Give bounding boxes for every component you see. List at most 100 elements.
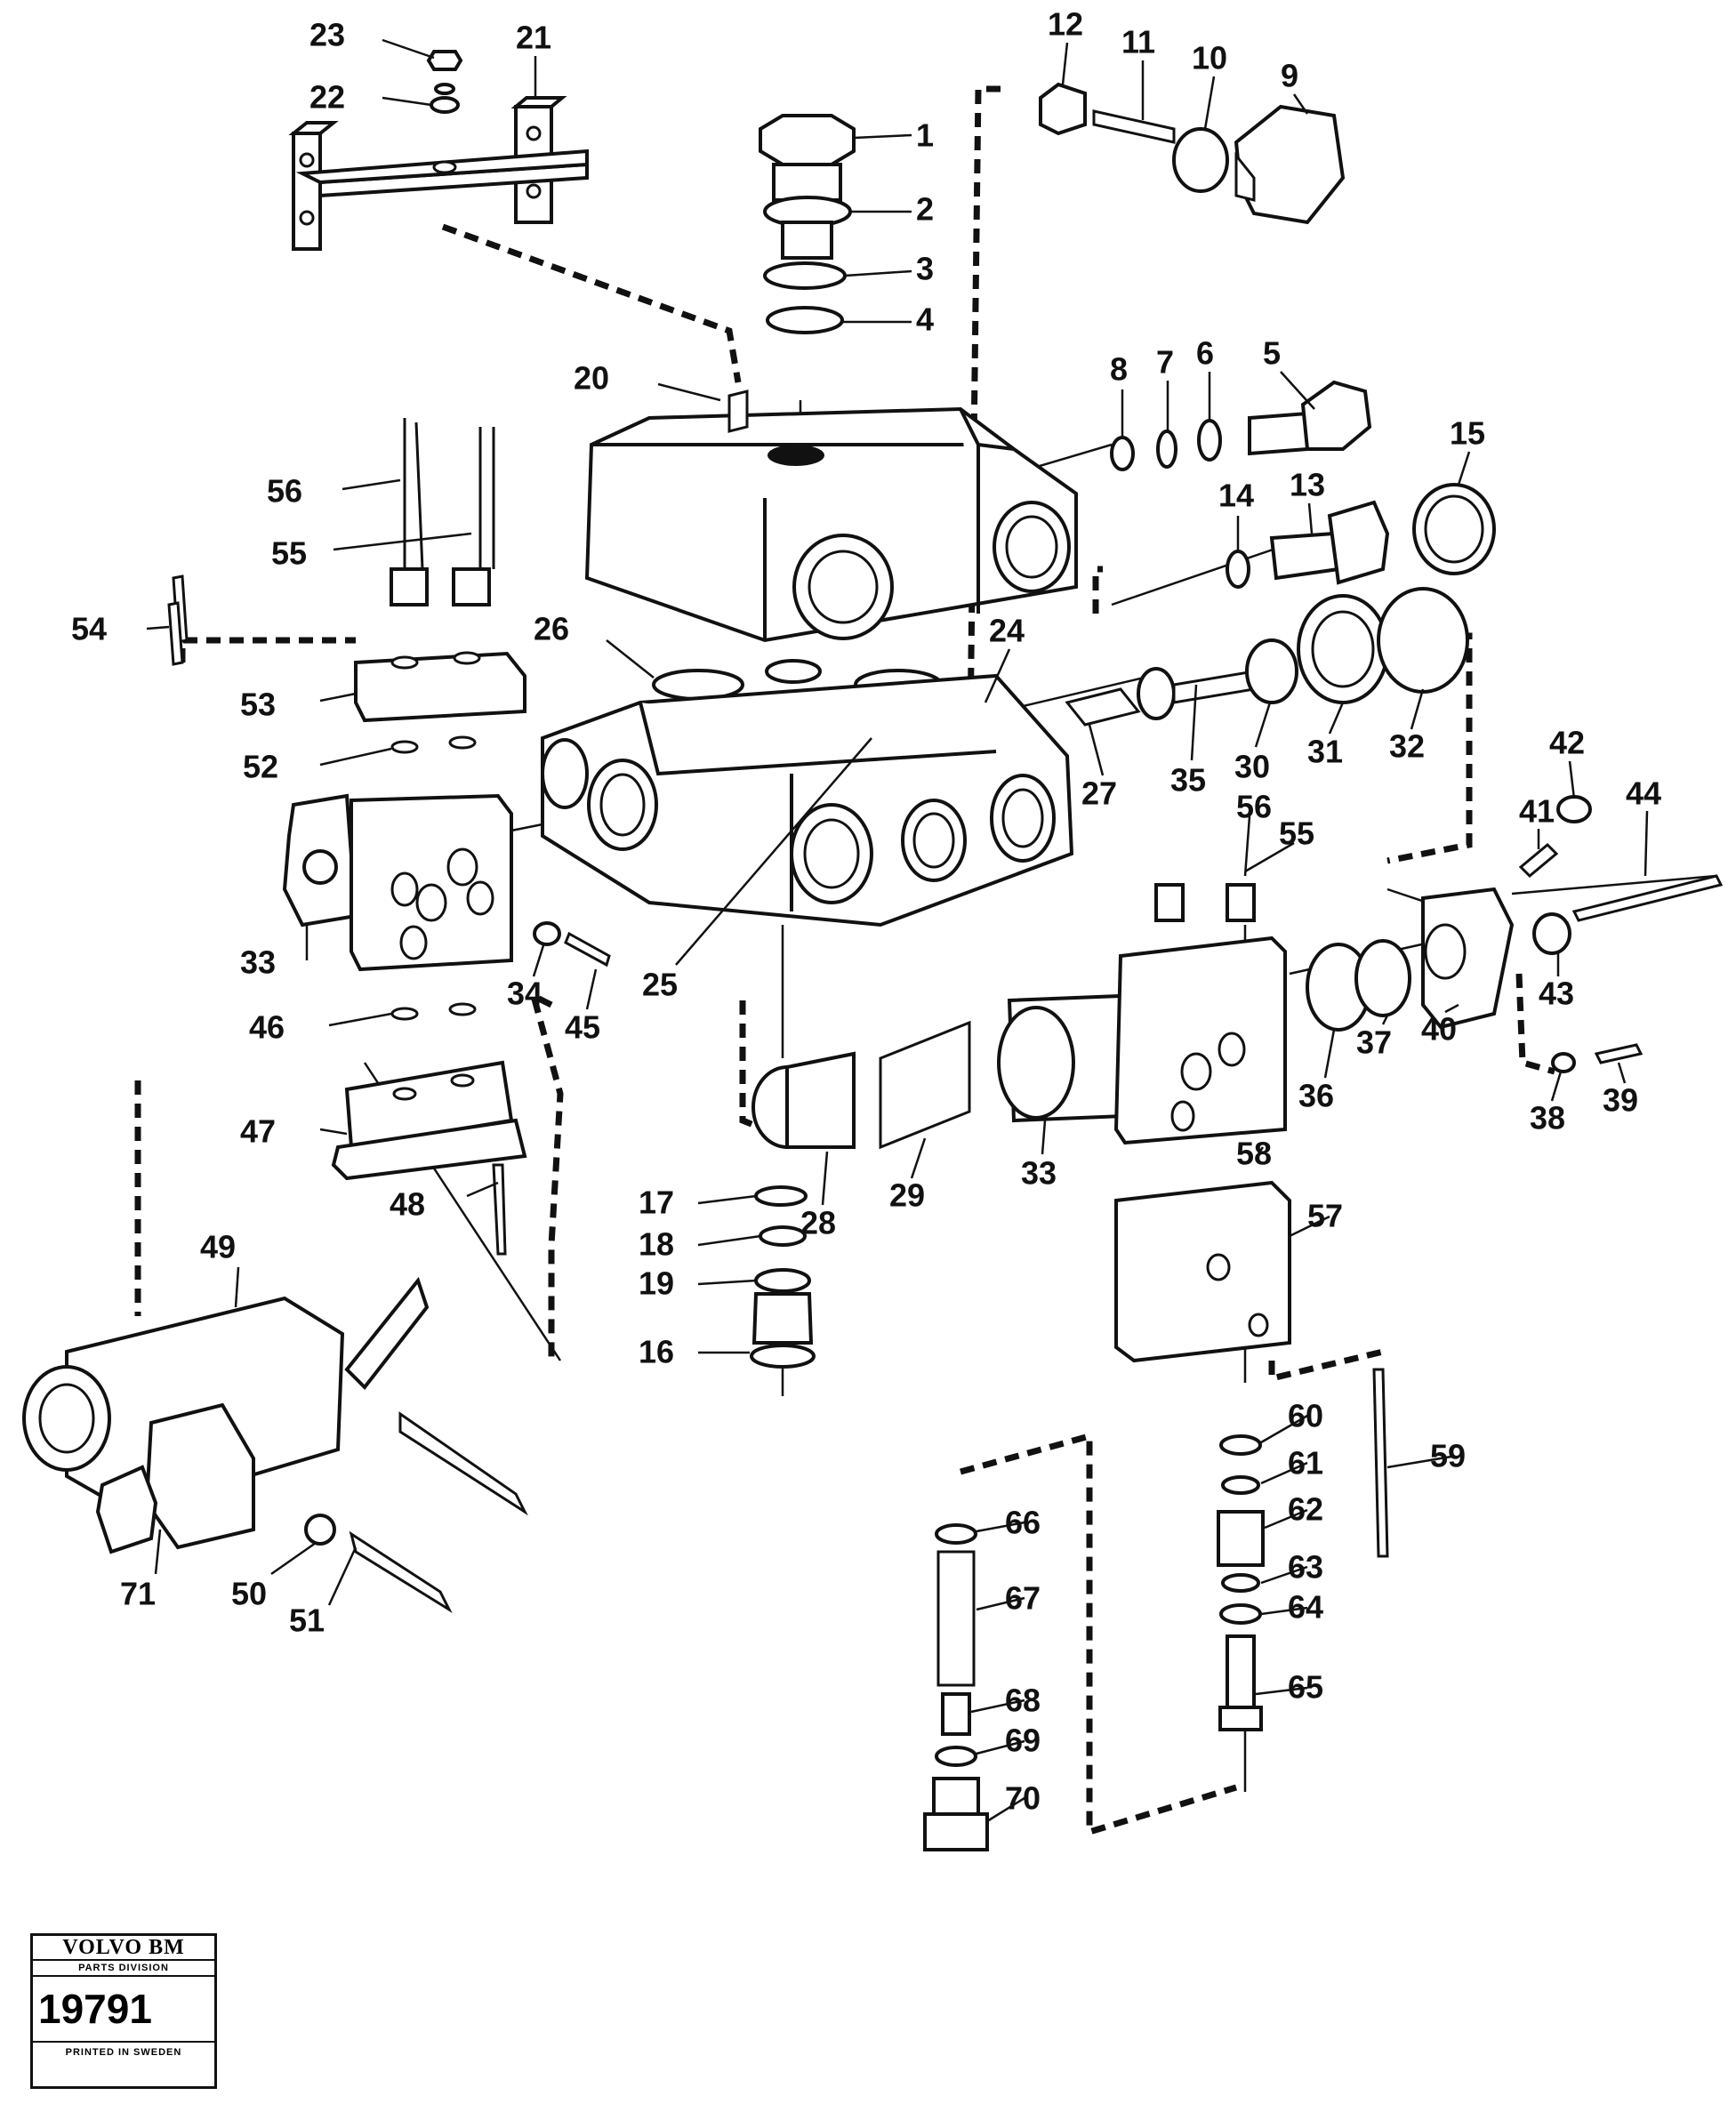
leader-line <box>853 133 912 140</box>
leader-line <box>154 1529 162 1575</box>
leader-line <box>976 1596 1025 1611</box>
part-number-label: 33 <box>240 944 276 981</box>
part-number-label: 26 <box>534 611 569 647</box>
part-number-label: 42 <box>1549 725 1585 761</box>
small-fittings <box>167 601 611 1021</box>
part-number-label: 43 <box>1539 976 1574 1012</box>
part-number-label: 4 <box>916 301 934 338</box>
leader-line <box>1280 371 1315 410</box>
spring-housing <box>751 993 1128 1150</box>
leader-line <box>1260 1414 1308 1444</box>
leader-line <box>1328 702 1345 735</box>
part-number-label: 15 <box>1450 415 1485 452</box>
part-number-label: 55 <box>1279 815 1314 852</box>
part-number-label: 13 <box>1290 467 1325 503</box>
pressure-plug-stack <box>1039 82 1346 225</box>
leader-line <box>1243 815 1251 877</box>
part-number-label: 36 <box>1298 1078 1334 1114</box>
leader-line <box>270 1541 317 1576</box>
leader-line <box>1323 1029 1336 1079</box>
leader-line <box>1061 42 1069 85</box>
part-number-label: 38 <box>1530 1100 1565 1136</box>
leader-line <box>1444 1003 1459 1014</box>
leader-line <box>675 737 872 966</box>
leader-line <box>382 38 435 60</box>
part-number-label: 6 <box>1196 335 1214 372</box>
part-number-label: 41 <box>1519 793 1555 830</box>
part-number-label: 30 <box>1234 749 1270 785</box>
lower-valve-body <box>541 673 1074 928</box>
part-number-label: 62 <box>1288 1491 1323 1528</box>
leader-line <box>1550 1071 1563 1102</box>
part-number-label: 55 <box>271 535 307 572</box>
leader-line <box>697 1234 761 1247</box>
part-number-label: 37 <box>1356 1024 1392 1061</box>
leader-line <box>1260 1565 1308 1585</box>
leader-line <box>1410 688 1425 730</box>
spool-spring-stack <box>1065 587 1469 727</box>
part-number-label: 29 <box>889 1177 925 1214</box>
left-valve-block <box>282 793 513 972</box>
part-number-label: 2 <box>916 191 934 228</box>
stamp-brand: VOLVO BM <box>33 1936 214 1961</box>
stamp-number: 19791 <box>33 1977 214 2043</box>
part-number-label: 51 <box>289 1602 325 1639</box>
part-number-label: 69 <box>1005 1723 1041 1759</box>
leader-line <box>1255 1686 1308 1696</box>
leader-line <box>1088 724 1105 776</box>
part-number-label: 25 <box>642 967 678 1003</box>
part-number-label: 10 <box>1192 40 1227 76</box>
leader-line <box>821 1151 829 1206</box>
leader-line <box>984 648 1011 703</box>
part-number-label: 14 <box>1218 478 1254 514</box>
leader-line <box>1041 1120 1047 1155</box>
part-number-label: 70 <box>1005 1780 1041 1817</box>
part-number-label: 44 <box>1626 775 1661 812</box>
leader-line <box>319 1128 348 1136</box>
pilot-spring-stack <box>923 1523 989 1851</box>
part-number-label: 3 <box>916 251 934 287</box>
part-number-label: 16 <box>639 1334 674 1370</box>
leader-line <box>1292 93 1309 115</box>
part-number-label: 67 <box>1005 1580 1041 1617</box>
leader-line <box>1381 1015 1389 1025</box>
part-number-label: 65 <box>1288 1669 1323 1706</box>
part-number-label: 49 <box>200 1229 236 1265</box>
leader-line <box>910 1137 927 1179</box>
leader-line <box>986 1796 1025 1823</box>
part-number-label: 52 <box>243 749 278 785</box>
part-number-label: 5 <box>1263 335 1281 372</box>
part-number-label: 35 <box>1170 762 1206 799</box>
leader-line <box>1260 1461 1308 1485</box>
leader-line <box>1244 841 1295 873</box>
leader-line <box>1386 1455 1452 1469</box>
leader-line <box>1264 1508 1308 1530</box>
leader-line <box>976 1739 1025 1755</box>
part-number-label: 17 <box>639 1185 674 1221</box>
part-number-label: 71 <box>120 1576 156 1612</box>
leader-line <box>319 747 392 767</box>
part-number-label: 20 <box>574 360 609 397</box>
top-plug-stack <box>759 114 856 334</box>
part-number-label: 56 <box>267 473 302 510</box>
part-number-label: 57 <box>1307 1198 1343 1234</box>
solenoid-valve <box>22 1276 528 1614</box>
part-number-label: 33 <box>1021 1155 1057 1192</box>
part-number-label: 63 <box>1288 1549 1323 1586</box>
leader-line <box>970 1698 1025 1714</box>
part-number-label: 12 <box>1048 6 1083 43</box>
leader-line <box>606 639 655 679</box>
leader-line <box>319 692 357 703</box>
part-number-label: 7 <box>1156 344 1174 381</box>
part-number-label: 39 <box>1603 1082 1638 1119</box>
leader-line <box>1254 702 1272 748</box>
part-number-label: 50 <box>231 1576 267 1612</box>
part-number-label: 23 <box>309 17 345 53</box>
valve-cap-stack <box>1226 483 1496 589</box>
part-number-label: 40 <box>1421 1011 1457 1048</box>
part-number-label: 8 <box>1110 351 1128 388</box>
part-number-label: 45 <box>565 1009 600 1046</box>
part-number-label: 1 <box>916 117 934 154</box>
leader-line <box>697 1194 757 1205</box>
